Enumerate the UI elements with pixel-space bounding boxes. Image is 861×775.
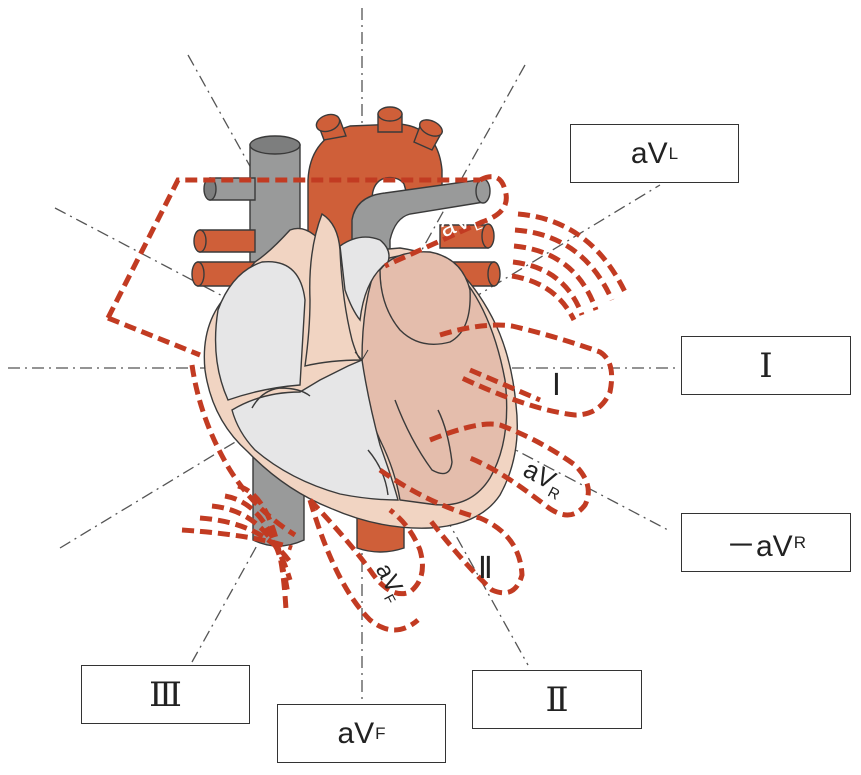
lead-regions	[105, 174, 628, 633]
svg-text:aVR: aVR	[517, 454, 571, 504]
box-avf-sub: F	[375, 723, 386, 743]
region-lead-ii	[378, 467, 525, 596]
box-lead-iii: Ⅲ	[81, 665, 250, 724]
inner-label-ii: Ⅱ	[478, 552, 493, 585]
box-neg-avr-sub: R	[793, 532, 806, 552]
box-lead-i: Ⅰ	[681, 336, 851, 395]
box-avl-sub: L	[668, 143, 679, 163]
box-lead-i-text: Ⅰ	[759, 345, 773, 386]
axis-avl	[59, 184, 661, 549]
region-avf	[308, 498, 425, 597]
box-neg-avr-text: －aV	[726, 529, 793, 563]
region-lead-i	[439, 322, 615, 418]
heart-body	[203, 212, 518, 529]
svg-text:aVF: aVF	[367, 559, 411, 607]
axis-ii	[187, 54, 529, 666]
region-avl-rect	[105, 177, 480, 320]
box-lead-ii-text: Ⅱ	[545, 679, 569, 720]
box-avf-text: aV	[337, 716, 375, 750]
box-lead-iii-text: Ⅲ	[149, 674, 182, 715]
box-avl-text: aV	[630, 136, 668, 170]
inner-label-i: Ⅰ	[552, 369, 561, 402]
box-lead-ii: Ⅱ	[472, 670, 642, 729]
